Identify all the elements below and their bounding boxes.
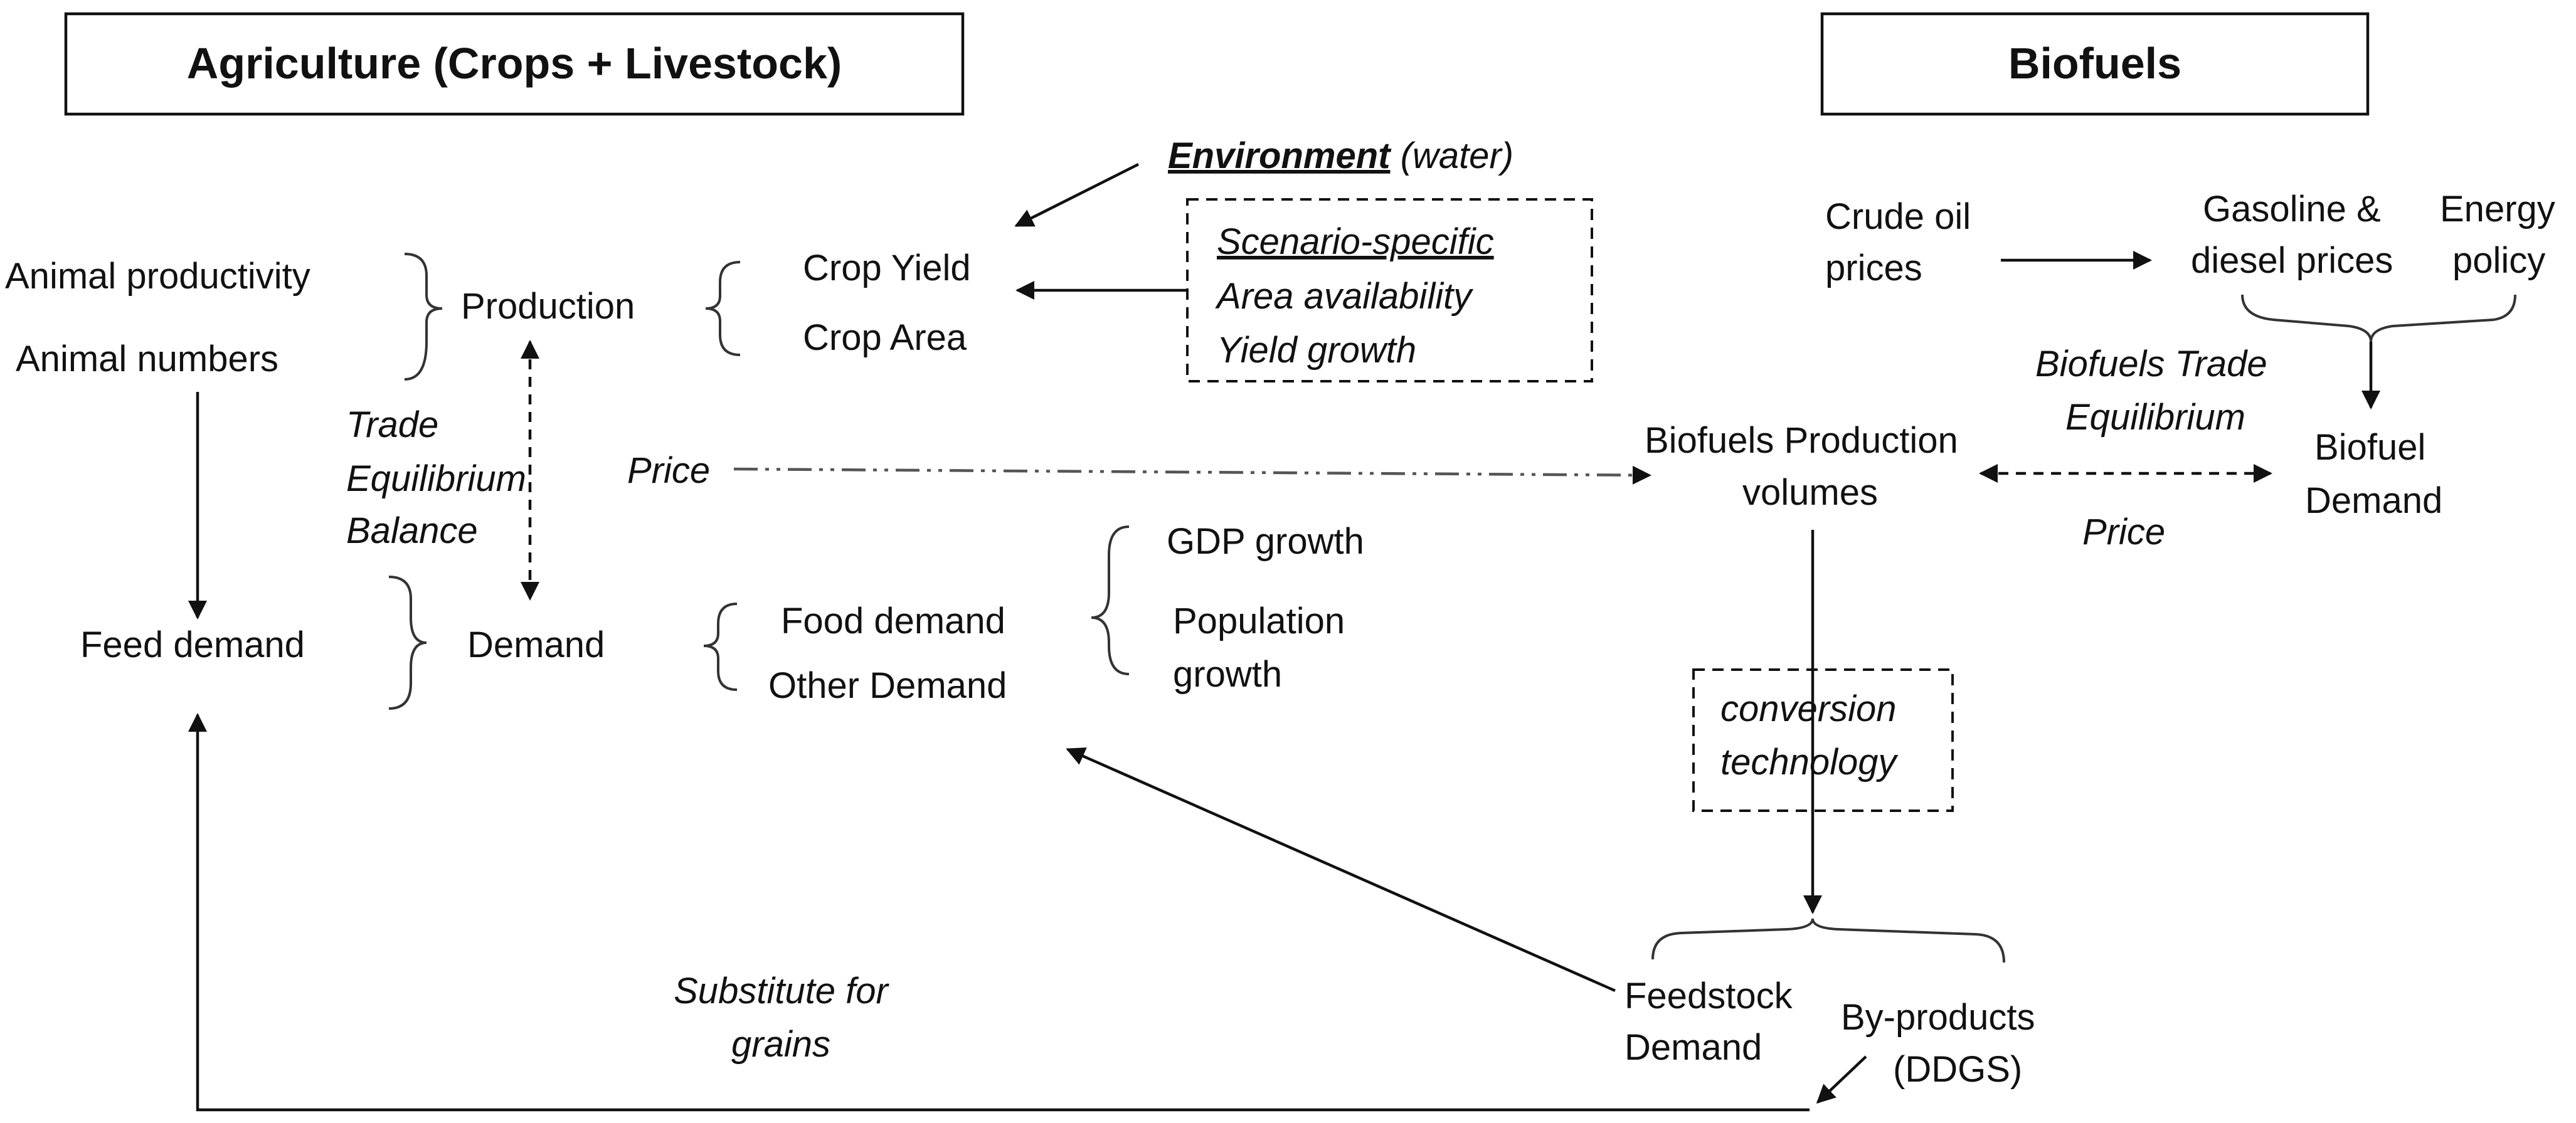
environment-label: Environment (water) [1168,135,1513,176]
byproducts-label-1: By-products [1841,997,2035,1038]
animal-brace [404,253,443,381]
trade-label-3: Balance [346,510,478,551]
biofuels-production-label-2: volumes [1742,472,1878,513]
biofuels-production-label-1: Biofuels Production [1645,420,1958,461]
byproducts-arrow [1816,1055,1867,1104]
energy-policy-label-2: policy [2452,240,2545,281]
crude-oil-label-1: Crude oil [1825,196,1971,237]
biofuel-demand-label-1: Biofuel [2314,427,2425,468]
animal-productivity-label: Animal productivity [5,256,310,297]
byproducts-label-2: (DDGS) [1893,1049,2022,1090]
biofuels-price-label: Price [2082,512,2165,552]
gdp-population-brace [1091,525,1130,675]
feedstock-byproducts-brace [1651,918,2005,963]
agriculture-header-title: Agriculture (Crops + Livestock) [187,39,842,88]
trade-label-2: Equilibrium [346,458,526,499]
byproducts-to-feed-demand-arrow [188,713,1810,1112]
scenario-title: Scenario-specific [1217,221,1494,262]
animal-numbers-label: Animal numbers [16,339,278,379]
gasoline-label-1: Gasoline & [2203,189,2381,229]
biofuel-demand-label-2: Demand [2305,480,2442,521]
demand-brace [388,576,427,710]
feed-demand-label: Feed demand [80,625,305,665]
biofuels-header: Biofuels [1820,12,2370,116]
biofuels-header-title: Biofuels [2008,39,2181,88]
feedstock-demand-label-1: Feedstock [1625,976,1793,1016]
price-label-main: Price [627,450,710,491]
price-policy-brace [2241,294,2516,342]
crude-oil-label-2: prices [1825,248,1922,288]
conversion-technology-box [1692,668,1954,812]
gasoline-label-2: diesel prices [2191,240,2393,281]
substitute-label-2: grains [731,1024,830,1065]
environment-to-crop-yield-arrow [1014,162,1140,228]
biofuels-trade-label-2: Equilibrium [2065,397,2245,438]
other-demand-label: Other Demand [768,665,1007,706]
population-label-2: growth [1173,654,1282,695]
agriculture-header: Agriculture (Crops + Livestock) [64,12,965,116]
demand-label: Demand [467,625,605,665]
crop-area-label: Crop Area [803,317,967,358]
food-demand-label: Food demand [781,601,1005,641]
conversion-label-2: technology [1720,742,1899,783]
population-label-1: Population [1173,601,1345,641]
scenario-area-availability: Area availability [1215,276,1473,317]
trade-label-1: Trade [346,404,438,445]
crop-brace [705,261,741,356]
food-brace [703,603,738,691]
substitute-label-1: Substitute for [674,971,889,1011]
production-label: Production [461,286,635,327]
agriculture-header-box [64,12,965,116]
energy-policy-label-1: Energy [2440,189,2555,229]
crop-yield-label: Crop Yield [803,248,971,288]
biofuels-trade-label-1: Biofuels Trade [2035,344,2267,384]
feedstock-demand-label-2: Demand [1625,1027,1762,1068]
price-to-production-arrow [733,465,1651,485]
conversion-label-1: conversion [1720,688,1896,729]
feedstock-to-other-demand-arrow [1066,747,1616,993]
biofuels-header-box [1820,12,2370,116]
scenario-yield-growth: Yield growth [1217,330,1416,371]
gdp-growth-label: GDP growth [1167,521,1364,562]
